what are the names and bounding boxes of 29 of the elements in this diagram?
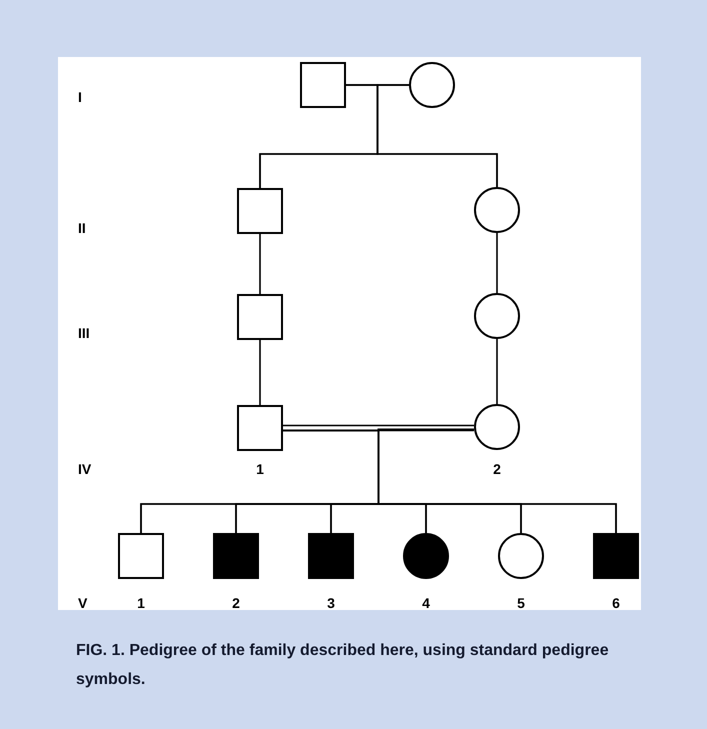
male-square	[237, 294, 283, 340]
male-affected-square	[308, 533, 354, 579]
descent-line	[378, 428, 617, 533]
generation-label: II	[78, 221, 86, 235]
generation-label: V	[78, 596, 88, 610]
individual-number: 2	[232, 596, 240, 610]
descent-line	[259, 234, 261, 294]
generation-label: I	[78, 90, 82, 104]
descent-line	[376, 84, 498, 187]
individual-number: 3	[327, 596, 335, 610]
male-affected-square	[213, 533, 259, 579]
individual-number: 4	[422, 596, 430, 610]
male-square	[237, 405, 283, 451]
generation-label: III	[78, 326, 90, 340]
individual-number: 1	[137, 596, 145, 610]
individual-number: 1	[256, 462, 264, 476]
generation-label: IV	[78, 462, 92, 476]
male-square	[237, 188, 283, 234]
individual-number: 6	[612, 596, 620, 610]
descent-line	[259, 340, 261, 405]
male-square	[300, 62, 346, 108]
individual-number: 2	[493, 462, 501, 476]
figure-caption: FIG. 1. Pedigree of the family described here, using standard pedigree symbols.	[76, 641, 610, 690]
male-affected-square	[593, 533, 639, 579]
descent-line	[496, 339, 498, 404]
descent-line	[496, 233, 498, 293]
male-square	[118, 533, 164, 579]
mating-line	[283, 424, 474, 426]
individual-number: 5	[517, 596, 525, 610]
